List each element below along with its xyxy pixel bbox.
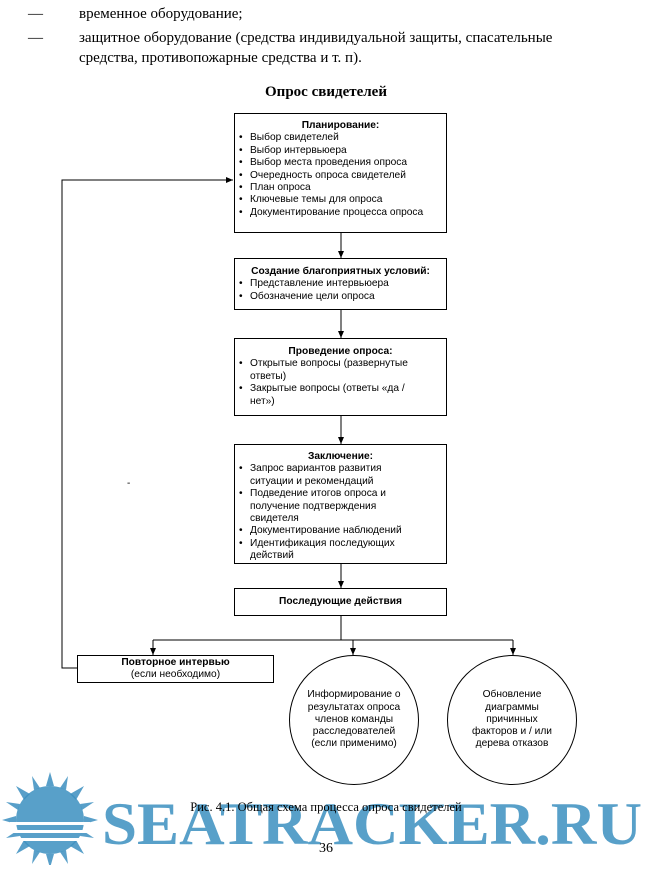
planning-heading: Планирование: — [301, 120, 380, 131]
conditions-item: Обозначение цели опроса — [238, 291, 443, 304]
reinterview-note: (если необходимо) — [130, 669, 221, 681]
conditions-box: Создание благоприятных условий: Представ… — [234, 258, 447, 310]
diagram-title: Опрос свидетелей — [265, 84, 387, 100]
planning-item: Выбор свидетелей — [238, 132, 443, 145]
conducting-list: Открытые вопросы (развернутые ответы) За… — [238, 358, 423, 408]
conclusion-heading: Заключение: — [307, 451, 374, 462]
planning-item: Выбор интервьюера — [238, 145, 443, 158]
planning-item: План опроса — [238, 182, 443, 195]
conditions-item: Представление интервьюера — [238, 278, 443, 291]
update-circle: Обновление диаграммы причинных факторов … — [447, 655, 577, 785]
conducting-item: Закрытые вопросы (ответы «да / нет») — [238, 383, 423, 408]
page-number: 36 — [319, 841, 333, 856]
planning-list: Выбор свидетелей Выбор интервьюера Выбор… — [238, 132, 443, 219]
list-item-text: защитное оборудование (средства индивиду… — [79, 30, 553, 46]
conducting-heading: Проведение опроса: — [288, 346, 393, 357]
reinterview-box: Повторное интервью (если необходимо) — [77, 655, 274, 683]
inform-circle: Информирование о результатах опроса член… — [289, 655, 419, 785]
planning-item: Документирование процесса опроса — [238, 207, 443, 220]
figure-caption: Рис. 4.1. Общая схема процесса опроса св… — [190, 800, 462, 814]
sun-icon — [2, 772, 98, 865]
conclusion-list: Запрос вариантов развития ситуации и рек… — [238, 463, 408, 562]
inform-text: Информирование о результатах опроса член… — [307, 689, 401, 750]
conclusion-box: Заключение: Запрос вариантов развития си… — [234, 444, 447, 564]
list-item-text-continued: средства, противопожарные средства и т. … — [79, 50, 362, 66]
stray-mark: - — [127, 478, 131, 489]
conclusion-item: Документирование наблюдений — [238, 525, 408, 538]
conclusion-item: Подведение итогов опроса и получение под… — [238, 488, 408, 525]
followup-heading: Последующие действия — [279, 596, 402, 607]
update-text: Обновление диаграммы причинных факторов … — [472, 689, 552, 750]
conducting-box: Проведение опроса: Открытые вопросы (раз… — [234, 338, 447, 416]
conclusion-item: Запрос вариантов развития ситуации и рек… — [238, 463, 408, 488]
followup-box: Последующие действия — [234, 588, 447, 616]
watermark-text: SEATRACKER.RU — [102, 791, 642, 857]
planning-item: Выбор места проведения опроса — [238, 157, 443, 170]
reinterview-heading: Повторное интервью — [121, 657, 230, 668]
list-marker: — — [28, 6, 43, 22]
list-marker: — — [28, 30, 43, 46]
list-item-text: временное оборудование; — [79, 6, 243, 22]
planning-item: Ключевые темы для опроса — [238, 194, 443, 207]
conditions-list: Представление интервьюера Обозначение це… — [238, 278, 443, 303]
watermark-logo: SEATRACKER.RU — [2, 772, 642, 865]
conclusion-item: Идентификация последующих действий — [238, 538, 408, 563]
conditions-heading: Создание благоприятных условий: — [251, 266, 430, 277]
conducting-item: Открытые вопросы (развернутые ответы) — [238, 358, 423, 383]
planning-item: Очередность опроса свидетелей — [238, 170, 443, 183]
feedback-loop-line — [61, 177, 233, 669]
planning-box: Планирование: Выбор свидетелей Выбор инт… — [234, 113, 447, 233]
